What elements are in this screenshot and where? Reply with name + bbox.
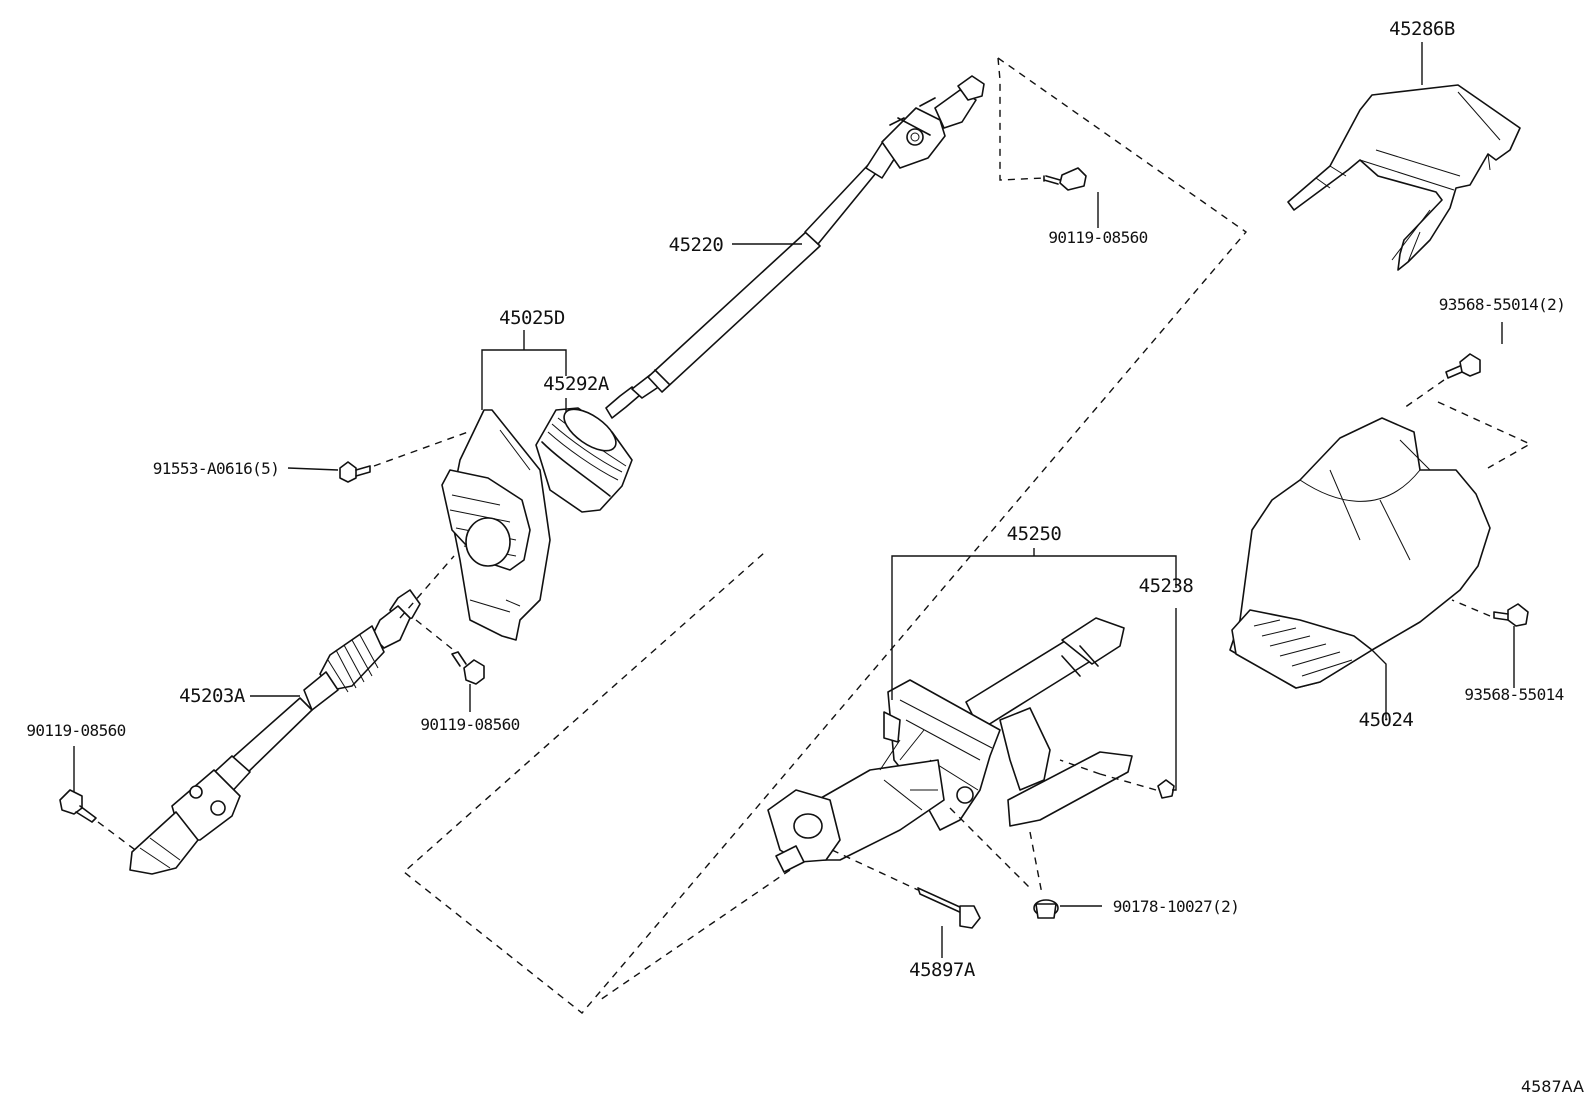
label-45220: 45220 <box>669 234 724 256</box>
leader-lines <box>73 42 1515 958</box>
label-45024: 45024 <box>1359 709 1414 731</box>
screw-93568-55014[interactable] <box>1493 603 1529 627</box>
label-45238: 45238 <box>1139 575 1194 597</box>
lower-shaft-45203A[interactable] <box>129 589 421 875</box>
label-45897A: 45897A <box>909 959 976 981</box>
bolt-90119-mid[interactable] <box>451 651 485 685</box>
bolt-91553-A0616[interactable] <box>339 461 371 483</box>
label-45203A: 45203A <box>179 685 246 707</box>
steering-column-seal-45292A[interactable] <box>535 401 633 513</box>
steering-column-assembly-45250[interactable] <box>767 617 1133 873</box>
upper-column-cover-45286B[interactable] <box>1287 84 1521 271</box>
nut-45238[interactable] <box>1157 779 1175 799</box>
label-45250: 45250 <box>1007 523 1062 545</box>
column-hole-cover-45025D[interactable] <box>441 409 551 641</box>
nut-90178-10027[interactable] <box>1033 899 1059 919</box>
label-91553-A0616-5: 91553-A0616(5) <box>153 459 279 478</box>
label-90119-left: 90119-08560 <box>26 721 125 740</box>
label-93568-55014: 93568-55014 <box>1464 685 1563 704</box>
bolt-90119-left[interactable] <box>59 789 97 823</box>
intermediate-shaft-45220[interactable] <box>605 75 985 419</box>
bolt-45897A[interactable] <box>917 887 981 929</box>
lower-column-cover-45024[interactable] <box>1229 417 1491 689</box>
label-90119-mid: 90119-08560 <box>420 715 519 734</box>
label-45286B: 45286B <box>1389 18 1455 40</box>
bolt-90119-top[interactable] <box>1043 167 1087 191</box>
screw-93568-55014-top[interactable] <box>1445 353 1481 379</box>
label-93568-55014-2: 93568-55014(2) <box>1439 295 1565 314</box>
diagram-code: 4587AA <box>1521 1077 1584 1096</box>
label-90178-10027-2: 90178-10027(2) <box>1113 897 1239 916</box>
label-45292A: 45292A <box>543 373 610 395</box>
assembly-outline <box>402 57 1248 1014</box>
label-90119-top: 90119-08560 <box>1048 228 1147 247</box>
label-45025D: 45025D <box>499 307 565 329</box>
